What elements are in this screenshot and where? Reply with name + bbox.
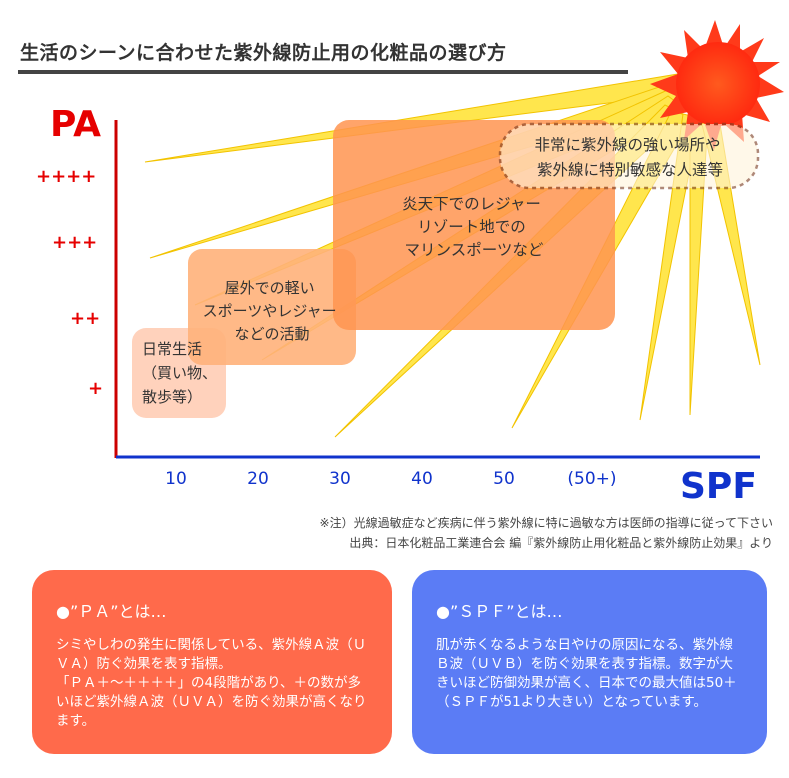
region-extreme	[498, 122, 760, 190]
x-tick: 50	[493, 469, 515, 489]
x-tick: 10	[165, 469, 187, 489]
x-tick: 30	[329, 469, 351, 489]
y-axis-label: PA	[50, 104, 101, 145]
x-tick: 20	[247, 469, 269, 489]
page-title: 生活のシーンに合わせた紫外線防止用の化粧品の選び方	[20, 42, 507, 64]
x-axis-label: SPF	[680, 466, 757, 500]
pa-info-title: ●”ＰＡ”とは…	[56, 602, 167, 621]
y-tick: +++	[52, 232, 97, 253]
sun-icon	[650, 20, 784, 150]
pa-info-body: シミやしわの発生に関係している、紫外線Ａ波（ＵＶＡ）防ぐ効果を表す指標。 「ＰＡ…	[56, 637, 367, 729]
title-underline	[18, 70, 628, 74]
region-label-daily-life: 日常生活 （買い物、 散歩等）	[142, 340, 222, 406]
x-ticks: 10 20 30 40 50 (50+)	[165, 469, 616, 489]
region-label-light-outdoor: 屋外での軽い スポーツやレジャー などの活動	[203, 279, 342, 343]
note-medical: ※注）光線過敏症など疾病に伴う紫外線に特に過敏な方は医師の指導に従って下さい	[319, 516, 773, 530]
x-tick: 40	[411, 469, 433, 489]
note-source: 出典：日本化粧品工業連合会 編『紫外線防止用化粧品と紫外線防止効果』より	[349, 536, 773, 550]
pa-info-box: ●”ＰＡ”とは… シミやしわの発生に関係している、紫外線Ａ波（ＵＶＡ）防ぐ効果を…	[32, 570, 392, 754]
spf-info-title: ●”ＳＰＦ”とは…	[436, 602, 563, 621]
y-tick: +	[88, 378, 103, 399]
spf-info-box: ●”ＳＰＦ”とは… 肌が赤くなるような日やけの原因になる、紫外線Ｂ波（ＵＶＢ）を…	[412, 570, 767, 754]
spf-info-body: 肌が赤くなるような日やけの原因になる、紫外線Ｂ波（ＵＶＢ）を防ぐ効果を表す指標。…	[436, 637, 737, 710]
y-tick: ++++	[36, 166, 96, 187]
y-ticks: ++++ +++ ++ +	[36, 166, 103, 399]
region-label-extreme: 非常に紫外線の強い場所や 紫外線に特別敏感な人達等	[535, 136, 726, 179]
region-light-outdoor	[188, 249, 356, 365]
x-tick: (50+)	[567, 469, 616, 489]
y-tick: ++	[70, 308, 100, 329]
uv-diagram: 日常生活 （買い物、 散歩等） 屋外での軽い スポーツやレジャー などの活動 炎…	[36, 20, 784, 500]
region-label-hot-leisure: 炎天下でのレジャー リゾート地での マリンスポーツなど	[402, 195, 546, 259]
